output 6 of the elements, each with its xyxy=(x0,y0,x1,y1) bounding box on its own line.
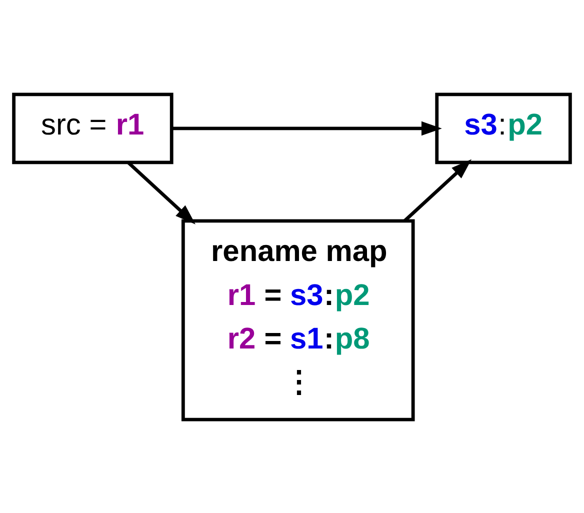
arrow xyxy=(172,120,442,136)
node-box: src = r1 xyxy=(12,92,174,164)
arrow xyxy=(403,158,472,222)
node-box: rename map r1 = s3:p2 r2 = s1:p8 ⋮ xyxy=(181,218,415,421)
node-box: s3:p2 xyxy=(435,92,572,164)
arrow xyxy=(127,161,196,224)
